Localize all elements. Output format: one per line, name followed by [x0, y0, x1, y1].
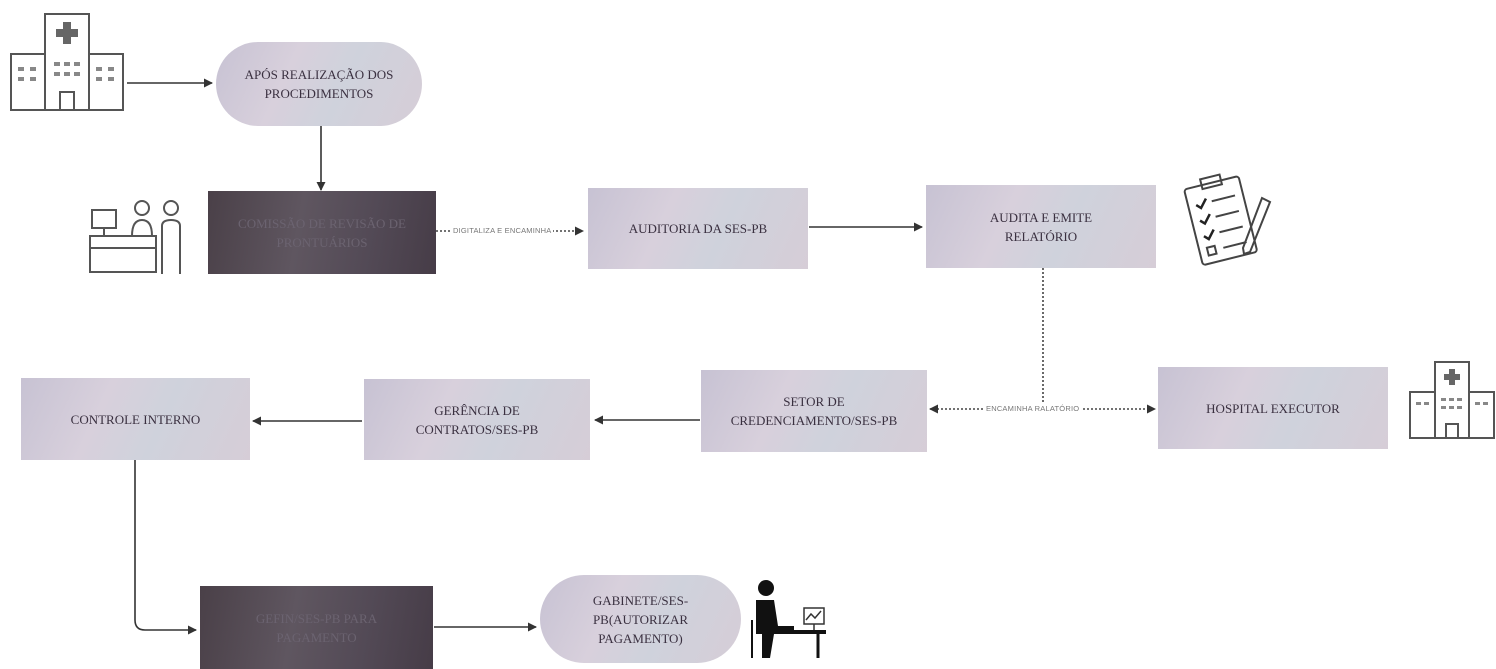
node-setor: SETOR DE CREDENCIAMENTO/SES-PB	[701, 370, 927, 452]
clipboard-checklist-icon	[1183, 173, 1272, 266]
edge-label-digitaliza: DIGITALIZA E ENCAMINHA	[451, 226, 554, 235]
node-controle: CONTROLE INTERNO	[21, 378, 250, 460]
node-gabinete: GABINETE/SES-PB(AUTORIZAR PAGAMENTO)	[540, 575, 741, 663]
hospital-icon	[10, 13, 124, 111]
node-gefin: GEFIN/SES-PB PARA PAGAMENTO	[200, 586, 433, 669]
node-comissao: COMISSÃO DE REVISÃO DE PRONTUÁRIOS	[208, 191, 436, 274]
node-audita: AUDITA E EMITE RELATÓRIO	[926, 185, 1156, 268]
person-at-computer-icon	[751, 580, 826, 658]
node-auditoria: AUDITORIA DA SES-PB	[588, 188, 808, 269]
node-hospital-executor: HOSPITAL EXECUTOR	[1158, 367, 1388, 449]
edge-label-encaminha: ENCAMINHA RALATÓRIO	[984, 404, 1082, 413]
hospital-icon	[1409, 361, 1495, 439]
reception-desk-icon	[89, 200, 181, 274]
edge-controle-gefin	[134, 460, 197, 635]
node-apos: APÓS REALIZAÇÃO DOS PROCEDIMENTOS	[216, 42, 422, 126]
node-gerencia: GERÊNCIA DE CONTRATOS/SES-PB	[364, 379, 590, 460]
